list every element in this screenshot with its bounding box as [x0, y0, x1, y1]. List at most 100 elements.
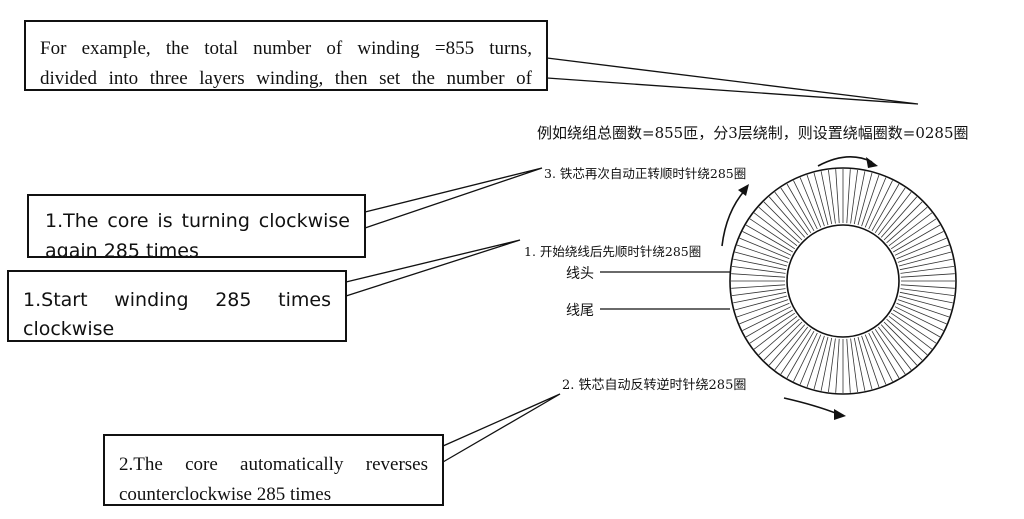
- winding-turn: [897, 299, 950, 318]
- winding-turn: [868, 332, 893, 382]
- leader-line-step2: [442, 393, 561, 463]
- arrowhead-left: [738, 184, 749, 196]
- winding-turn: [758, 206, 800, 244]
- winding-turn: [835, 338, 840, 393]
- callout-step3: 1.The core is turning clockwise again 28…: [27, 194, 366, 258]
- winding-turn: [780, 187, 812, 234]
- winding-turn: [806, 335, 825, 388]
- winding-turn: [733, 258, 787, 271]
- callout-step1-line2: clockwise: [23, 318, 115, 340]
- winding-turn: [868, 180, 893, 230]
- winding-turn: [793, 180, 818, 230]
- winding-turn: [734, 251, 788, 267]
- winding-turn: [877, 191, 912, 236]
- callout-step2-line1: 2.The core automatically reverses: [119, 454, 428, 475]
- winding-turn: [733, 291, 787, 304]
- winding-turn: [900, 273, 955, 278]
- winding-turn: [897, 244, 950, 263]
- winding-turn: [853, 337, 866, 391]
- winding-turn: [820, 337, 833, 391]
- winding-turn: [749, 218, 796, 250]
- winding-turn: [731, 284, 786, 289]
- winding-turn: [890, 218, 937, 250]
- winding-turn: [883, 201, 923, 241]
- winding-turn: [846, 169, 851, 224]
- callout-example-line1: For example, the total number of winding…: [40, 38, 532, 59]
- winding-turn: [731, 273, 786, 278]
- winding-turn: [877, 326, 912, 371]
- winding-turn: [880, 196, 918, 238]
- winding-turn: [731, 288, 786, 296]
- winding-turn: [734, 295, 788, 311]
- winding-turn: [806, 174, 825, 227]
- arrow-clockwise-left: [721, 189, 746, 247]
- winding-turn: [731, 266, 786, 274]
- winding-turn: [753, 315, 798, 350]
- leader-line-step3: [364, 167, 543, 229]
- winding-turn: [898, 251, 952, 267]
- winding-turn: [864, 177, 887, 228]
- winding-turn: [900, 288, 955, 296]
- winding-turn: [745, 224, 793, 253]
- winding-turn: [890, 312, 937, 344]
- winding-turn: [846, 338, 851, 393]
- winding-turn: [758, 318, 800, 356]
- arrowhead-top: [866, 157, 878, 168]
- winding-turn: [874, 187, 906, 234]
- label-wire-tail: 线尾: [566, 303, 594, 319]
- winding-turn: [874, 328, 906, 375]
- winding-turn: [799, 177, 822, 228]
- label-step2-cn: 2. 铁芯自动反转逆时针绕285圈: [562, 378, 747, 393]
- winding-turn: [828, 338, 836, 393]
- winding-turn: [900, 266, 955, 274]
- callout-example-line2: divided into three layers winding, then …: [40, 68, 532, 89]
- winding-turn: [861, 174, 880, 227]
- winding-turn: [857, 336, 873, 390]
- callout-step1: 1.Start winding 285 times clockwise: [7, 270, 347, 342]
- arrow-clockwise-top: [817, 156, 873, 167]
- winding-turn: [853, 171, 866, 225]
- winding-turn: [786, 331, 815, 379]
- winding-turn: [736, 244, 789, 263]
- winding-turn: [768, 324, 806, 366]
- winding-turn: [896, 302, 947, 325]
- callout-example: For example, the total number of winding…: [24, 20, 548, 91]
- winding-turn: [871, 183, 900, 231]
- winding-turn: [813, 172, 829, 226]
- winding-turn: [896, 237, 947, 260]
- winding-turn: [749, 312, 796, 344]
- winding-turn: [793, 332, 818, 382]
- winding-turn: [763, 201, 803, 241]
- winding-turn: [886, 206, 928, 244]
- winding-turn: [786, 183, 815, 231]
- winding-turn: [742, 306, 792, 331]
- callout-step2: 2.The core automatically reverses counte…: [103, 434, 444, 506]
- leader-line-step1: [345, 239, 521, 297]
- label-example-cn: 例如绕组总圈数=855匝，分3层绕制，则设置绕幅圈数=0285圈: [537, 124, 969, 142]
- winding-turn: [899, 258, 953, 271]
- winding-turn: [828, 169, 836, 224]
- winding-turn: [894, 231, 944, 256]
- winding-turn: [880, 324, 918, 366]
- label-step3-cn: 3. 铁芯再次自动正转顺时针绕285圈: [544, 166, 747, 181]
- winding-turn: [850, 338, 858, 393]
- winding-turn: [861, 335, 880, 388]
- arrow-counterclockwise-bottom: [783, 397, 839, 415]
- callout-step3-line1: 1.The core is turning clockwise: [45, 210, 350, 232]
- winding-turn: [739, 302, 790, 325]
- winding-turn: [774, 326, 809, 371]
- winding-turn: [893, 309, 941, 338]
- winding-turn: [864, 334, 887, 385]
- winding-turn: [736, 299, 789, 318]
- winding-turn: [780, 328, 812, 375]
- winding-turn: [857, 172, 873, 226]
- winding-turn: [763, 321, 803, 361]
- winding-turn: [886, 318, 928, 356]
- winding-turn: [742, 231, 792, 256]
- callout-step2-line2: counterclockwise 285 times: [119, 484, 332, 505]
- winding-turn: [753, 212, 798, 247]
- winding-turn: [835, 169, 840, 224]
- winding-turn: [820, 171, 833, 225]
- toroid-core: [729, 167, 957, 395]
